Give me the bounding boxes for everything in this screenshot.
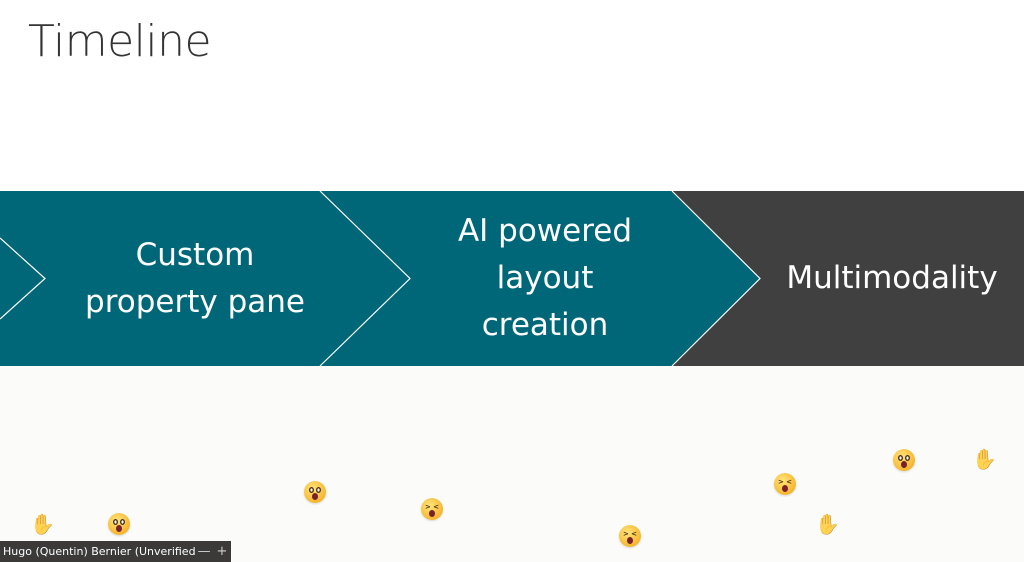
surprised-face-icon	[893, 449, 915, 471]
squinting-face-icon: ><	[421, 498, 443, 520]
surprised-face-icon	[304, 481, 326, 503]
timeline-step-1-shape	[0, 191, 410, 366]
participant-nameplate: Hugo (Quentin) Bernier (Unverified) — +	[0, 541, 231, 562]
slide-title: Timeline	[28, 16, 212, 67]
plus-icon[interactable]: +	[216, 544, 228, 559]
participant-name: Hugo (Quentin) Bernier (Unverified)	[3, 545, 195, 558]
clap-icon: ✋	[972, 447, 997, 471]
timeline-step-3-shape	[672, 191, 1024, 366]
surprised-face-icon	[108, 513, 130, 535]
clap-icon: ✋	[815, 512, 840, 536]
chevron-divider-0	[0, 237, 46, 320]
timeline-step-2-label: AI powered layout creation	[457, 213, 633, 343]
chevron-divider-1	[319, 190, 411, 367]
minus-icon[interactable]: —	[197, 544, 211, 559]
timeline-step-2-shape	[320, 191, 760, 366]
timeline-step-3-label: Multimodality	[786, 260, 998, 296]
lower-band-background	[0, 366, 1024, 562]
clap-icon: ✋	[30, 512, 55, 536]
timeline-step-1-label: Custom property pane	[85, 236, 305, 320]
timeline-process-arrows	[0, 190, 1024, 367]
squinting-face-icon: ><	[619, 525, 641, 547]
chevron-divider-2	[671, 190, 761, 367]
squinting-face-icon: ><	[774, 473, 796, 495]
